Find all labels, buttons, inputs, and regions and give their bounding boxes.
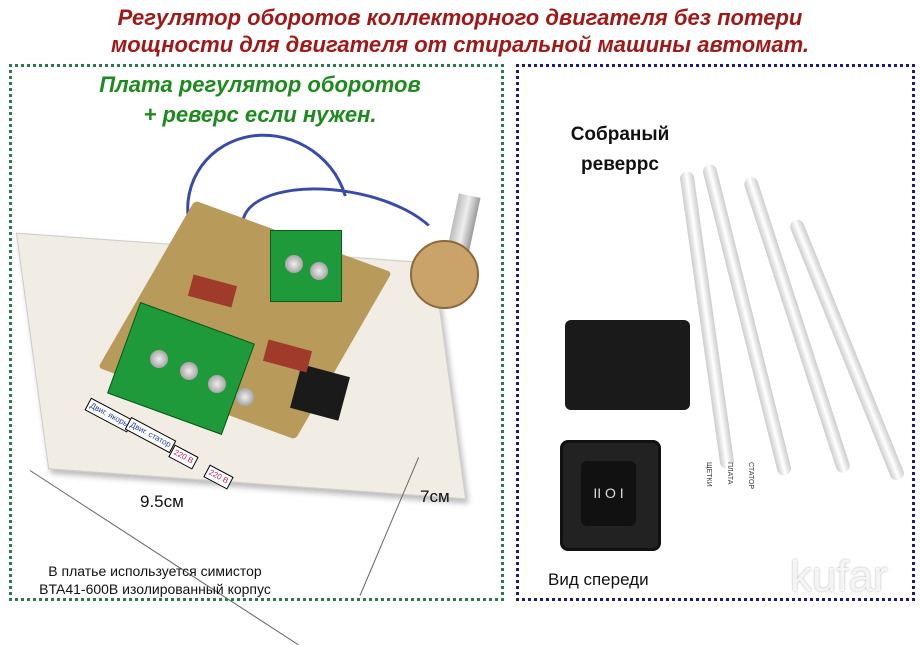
screw [236,388,254,406]
rocker-switch-front: II O I [560,440,661,551]
cable-label: ЩЕТКИ [705,462,712,490]
potentiometer [410,240,479,309]
height-label: 7см [420,487,450,506]
board-panel-frame [9,64,504,601]
reverse-heading-line-1: Собраный [570,124,670,145]
screw [285,255,303,273]
triac-note: В платье используется симистор BTA41-600… [20,562,290,598]
board-heading-line-1: Плата регулятор оборотов [99,72,421,97]
triac-note-line-1: В платье используется симистор [48,563,262,579]
cable-label: ПЛАТА [726,462,733,490]
kufar-watermark: kufar [790,552,888,601]
title-line-1: Регулятор оборотов коллекторного двигате… [117,5,803,30]
terminal-block [270,230,342,302]
front-view-caption: Вид спереди [548,570,649,589]
board-heading-line-2: + реверс если нужен. [143,102,377,127]
reverse-heading-line-2: реверрс [581,154,659,175]
cable-label: СТАТОР [747,462,754,490]
width-label: 9.5см [140,492,184,511]
page-title: Регулятор оборотов коллекторного двигате… [0,4,920,58]
triac-note-line-2: BTA41-600B изолированный корпус [39,581,271,597]
reverse-panel-frame [516,64,915,601]
screw [310,262,328,280]
rocker-switch-assembled [565,320,690,410]
rocker-button: II O I [581,461,636,526]
reverse-heading: Собраный реверрс [555,120,685,180]
cable-labels: ЩЕТКИ ПЛАТА СТАТОР [705,462,754,490]
title-line-2: мощности для двигателя от стиральной маш… [110,32,810,57]
screw [180,362,198,380]
screw [208,375,226,393]
board-heading: Плата регулятор оборотов + реверс если н… [60,70,460,130]
screw [150,350,168,368]
